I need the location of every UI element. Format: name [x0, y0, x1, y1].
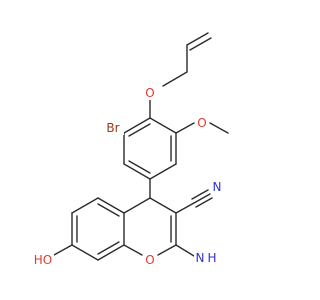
bond-b-b	[97, 244, 125, 261]
benzo-ring	[53, 197, 125, 261]
bond-r1-a	[149, 117, 177, 134]
structure-svg: O Br O N O HO N H	[32, 32, 229, 267]
pyran-ring	[123, 197, 177, 256]
bond-c2-o1	[157, 244, 177, 256]
amino-hydrogen-label: H	[207, 251, 216, 265]
bond-r1-d-inner	[128, 160, 151, 174]
methoxy-oxygen-label: O	[197, 116, 206, 130]
ring-oxygen-label: O	[145, 253, 154, 267]
upper-ring	[123, 117, 177, 180]
bond-methoxy-ch3	[209, 122, 229, 134]
bond-r1-f-inner	[128, 123, 151, 137]
bromine-label: Br	[106, 121, 119, 135]
ether-oxygen-label: O	[145, 86, 154, 100]
bond-b-c	[71, 244, 99, 261]
bond-b-e	[71, 197, 99, 214]
allyl-chain	[149, 32, 212, 119]
bond-c4-c3	[149, 197, 177, 214]
bond-cn-triple-b	[191, 189, 209, 200]
bond-b-f-inner	[97, 203, 120, 217]
bond-r1-f	[123, 117, 151, 134]
bond-c4-c4a	[123, 197, 151, 214]
bond-cn-triple-a	[193, 193, 211, 204]
bond-c3-cn	[175, 202, 195, 214]
molecule-diagram: O Br O N O HO N H	[32, 32, 229, 267]
bond-vinyl-double-a	[186, 32, 209, 46]
atom-labels: O Br O N O HO N H	[32, 86, 223, 267]
bond-b-b-inner	[97, 241, 120, 255]
nitrile-group	[175, 189, 213, 214]
hydroxyl-label: HO	[34, 253, 52, 267]
bond-c2-n	[175, 244, 195, 257]
bond-r1-c	[149, 163, 177, 180]
bond-allyl-ch2	[162, 71, 188, 87]
amino-nitrogen-label: N	[196, 251, 205, 265]
bond-o1-c8a	[123, 244, 143, 256]
bond-cn-triple-c	[195, 197, 213, 208]
bond-vinyl-double-b	[189, 37, 212, 51]
bond-c7-oh	[53, 244, 73, 256]
bond-ring-methoxy-o	[175, 122, 195, 134]
bond-r1-d	[123, 163, 151, 180]
bond-b-f	[97, 197, 125, 214]
nitrile-nitrogen-label: N	[213, 180, 222, 194]
